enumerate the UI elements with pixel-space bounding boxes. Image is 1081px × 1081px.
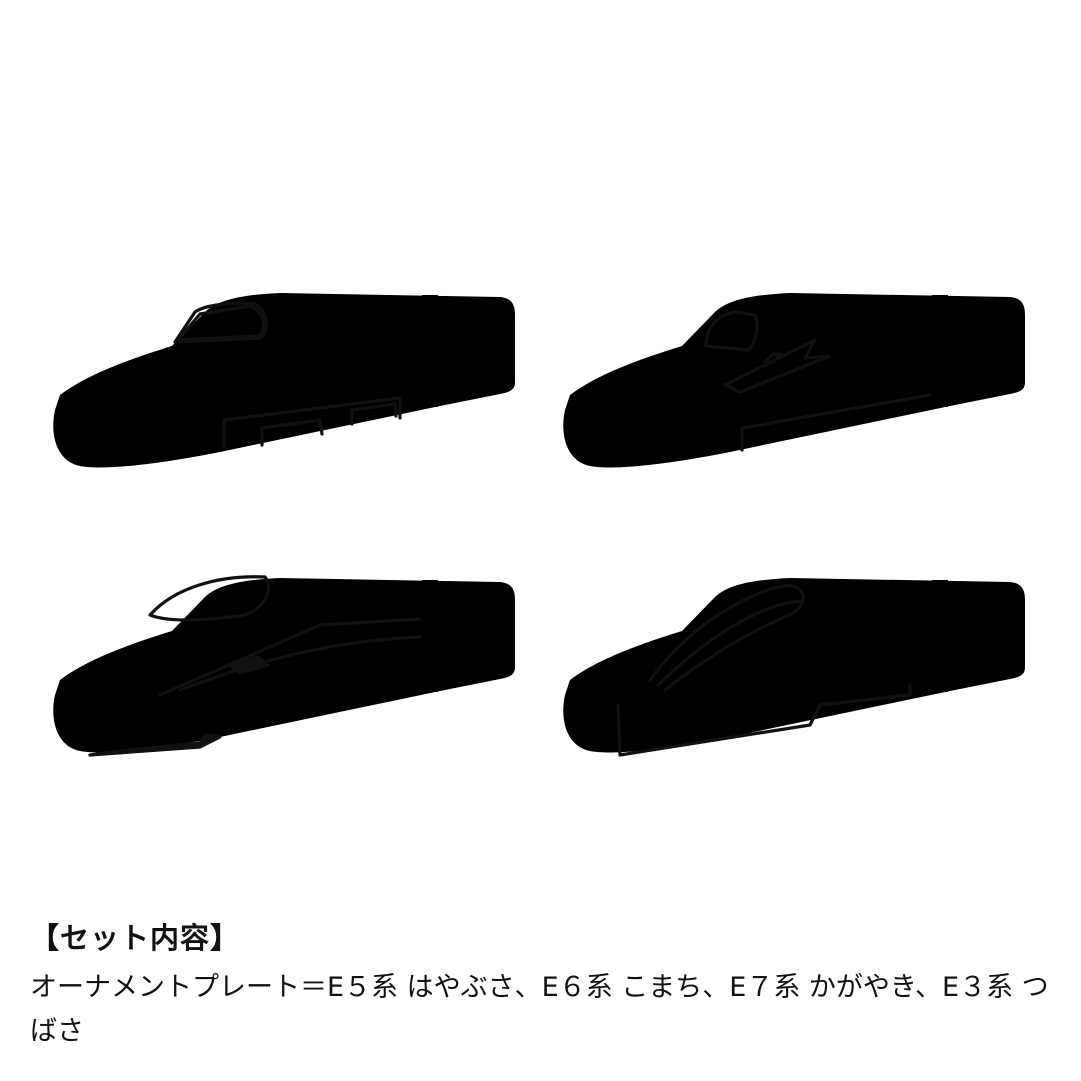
train-e6-komachi <box>563 293 1025 468</box>
train-e3-tsubasa <box>563 578 1025 757</box>
set-contents-description: オーナメントプレート＝E５系 はやぶさ、E６系 こまち、E７系 かがやき、E３系… <box>30 972 1049 1047</box>
train-illustrations <box>53 293 1025 757</box>
train-e5-hayabusa <box>53 293 515 468</box>
set-contents-heading: 【セット内容】 <box>30 921 241 955</box>
train-e7-kagayaki <box>53 575 515 757</box>
